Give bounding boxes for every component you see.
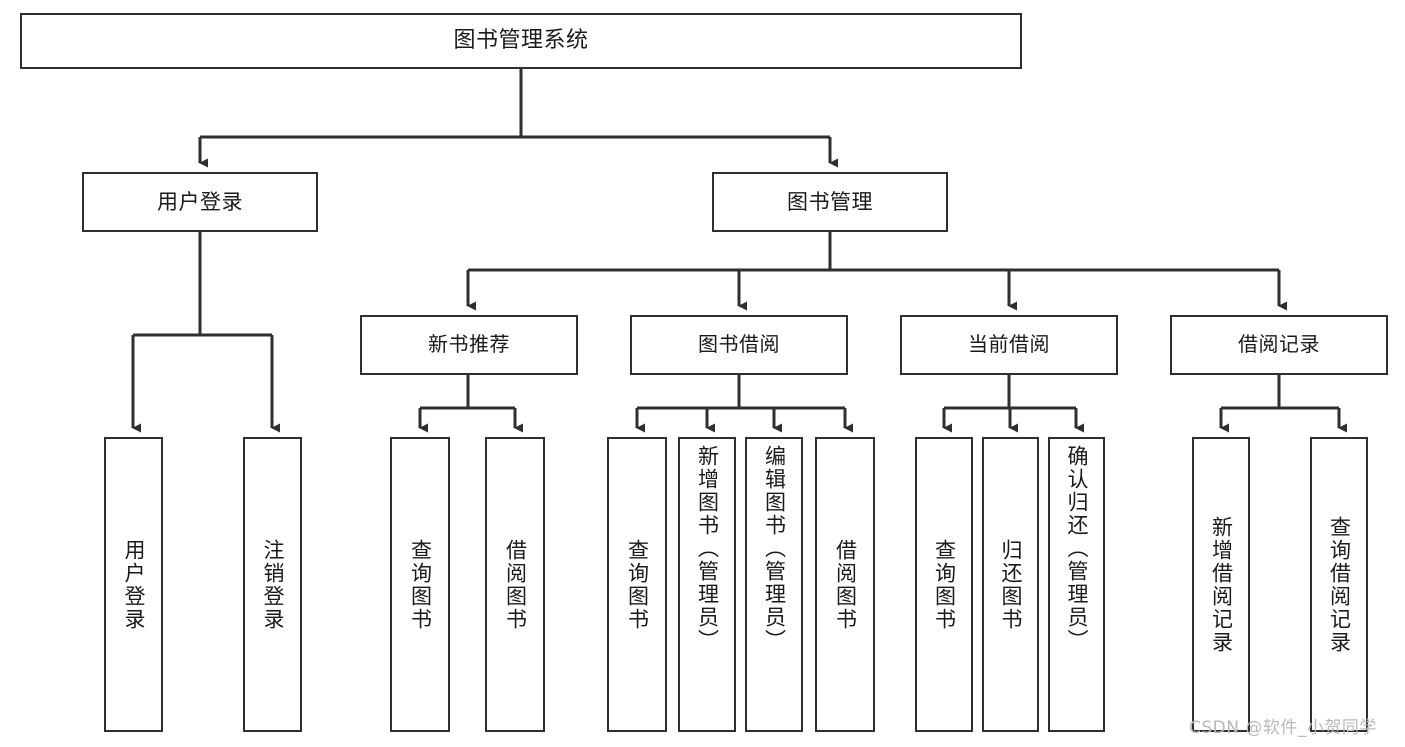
node-label: 查询图书 [932, 538, 957, 631]
node-label: 图书管理系统 [453, 28, 589, 54]
node-label: 新增图书（管理员） [695, 445, 720, 652]
node-label: 新增借阅记录 [1209, 515, 1234, 654]
node-label: 图书借阅 [698, 332, 780, 357]
node-label: 借阅图书 [833, 538, 858, 631]
node-label: 注销登录 [261, 538, 285, 631]
leaf-query-book-current[interactable]: 查询图书 [915, 437, 973, 732]
node-label: 归还图书 [999, 538, 1023, 631]
leaf-query-book-borrow[interactable]: 查询图书 [607, 437, 667, 732]
leaf-edit-book-admin[interactable]: 编辑图书（管理员） [745, 437, 803, 732]
node-current-borrow[interactable]: 当前借阅 [900, 315, 1118, 375]
node-book-borrow[interactable]: 图书借阅 [630, 315, 848, 375]
node-label: 查询图书 [408, 538, 433, 631]
node-label: 确认归还（管理员） [1065, 445, 1089, 652]
leaf-return-book[interactable]: 归还图书 [982, 437, 1039, 732]
node-label: 借阅图书 [503, 538, 528, 631]
node-label: 图书管理 [787, 189, 873, 214]
node-root-book-management-system[interactable]: 图书管理系统 [20, 13, 1022, 69]
node-label: 借阅记录 [1238, 332, 1320, 357]
leaf-borrow-book-recommend[interactable]: 借阅图书 [485, 437, 545, 732]
leaf-user-login[interactable]: 用户登录 [104, 437, 163, 732]
node-label: 查询借阅记录 [1327, 515, 1352, 654]
node-borrow-record[interactable]: 借阅记录 [1170, 315, 1388, 375]
node-book-management[interactable]: 图书管理 [712, 172, 948, 232]
node-new-book-recommend[interactable]: 新书推荐 [360, 315, 578, 375]
leaf-borrow-book[interactable]: 借阅图书 [815, 437, 875, 732]
csdn-watermark: CSDN @软件_小贺同学 [1189, 718, 1377, 738]
node-label: 用户登录 [157, 189, 243, 214]
node-label: 查询图书 [625, 538, 650, 631]
node-user-login[interactable]: 用户登录 [82, 172, 318, 232]
leaf-query-book-recommend[interactable]: 查询图书 [390, 437, 450, 732]
leaf-query-borrow-record[interactable]: 查询借阅记录 [1310, 437, 1368, 732]
node-label: 编辑图书（管理员） [762, 445, 787, 652]
leaf-logout[interactable]: 注销登录 [243, 437, 302, 732]
leaf-add-book-admin[interactable]: 新增图书（管理员） [678, 437, 736, 732]
leaf-confirm-return-admin[interactable]: 确认归还（管理员） [1048, 437, 1105, 732]
node-label: 新书推荐 [428, 332, 510, 357]
node-label: 当前借阅 [968, 332, 1050, 357]
node-label: 用户登录 [122, 538, 146, 631]
leaf-add-borrow-record[interactable]: 新增借阅记录 [1192, 437, 1250, 732]
